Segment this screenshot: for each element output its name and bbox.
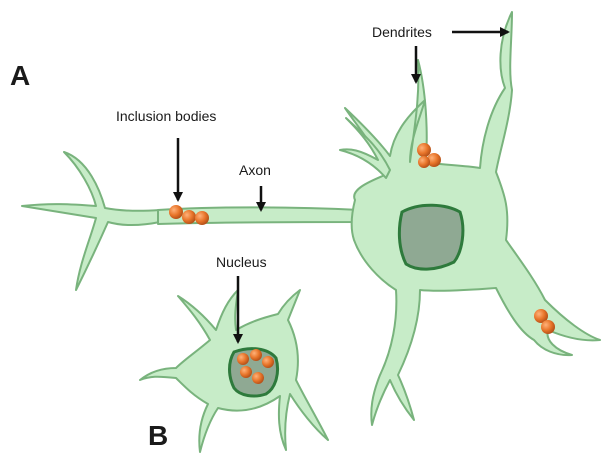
inclusion-body bbox=[195, 211, 209, 225]
dendrite-inclusion-bodies bbox=[417, 143, 441, 168]
neuron-a bbox=[22, 12, 600, 425]
soma-a bbox=[345, 12, 600, 425]
inclusion-body bbox=[237, 353, 249, 365]
inclusion-body bbox=[541, 320, 555, 334]
inclusion-body bbox=[169, 205, 183, 219]
inclusion-body bbox=[252, 372, 264, 384]
inclusion-body bbox=[262, 356, 274, 368]
dendrites-label: Dendrites bbox=[372, 24, 432, 40]
inclusion-body bbox=[240, 366, 252, 378]
axon-label: Axon bbox=[239, 162, 271, 178]
panel-label-a: A bbox=[10, 60, 30, 92]
panel-label-b: B bbox=[148, 420, 168, 452]
inclusion-body bbox=[417, 143, 431, 157]
inclusion-body bbox=[182, 210, 196, 224]
nucleus-label: Nucleus bbox=[216, 254, 267, 270]
left-dendrites bbox=[22, 152, 160, 290]
inclusion-bodies-label: Inclusion bodies bbox=[116, 108, 216, 124]
nucleus-a bbox=[399, 205, 463, 269]
inclusion-body bbox=[250, 349, 262, 361]
inclusion-body bbox=[418, 156, 430, 168]
